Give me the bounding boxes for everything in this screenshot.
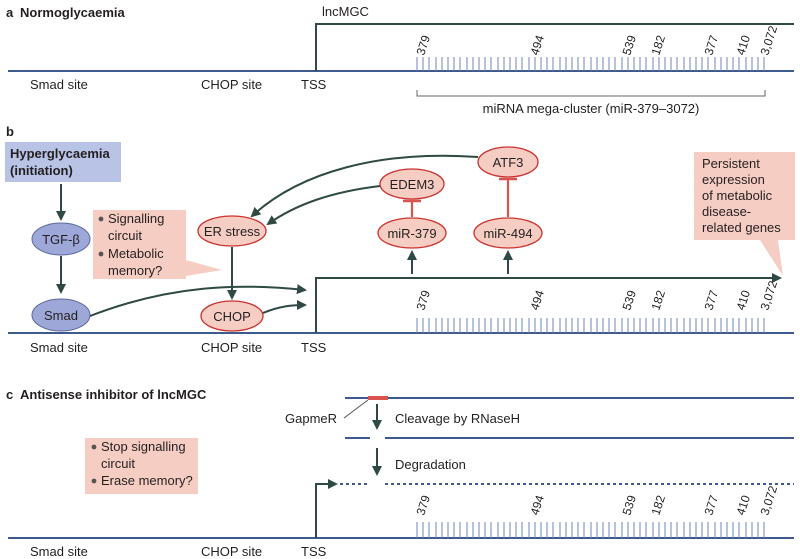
- stop-signalling-callout: [85, 438, 198, 494]
- mirna-ticks-b: [416, 318, 765, 333]
- mirna-ticks-c: [416, 522, 765, 538]
- hyperglycaemia-label: Hyperglycaemia: [10, 146, 110, 161]
- panel-c-title: Antisense inhibitor of lncMGC: [20, 387, 207, 402]
- gapmer-label: GapmeR: [285, 411, 337, 426]
- mirna-539-b: 539: [620, 288, 640, 312]
- cluster-bracket: [416, 90, 766, 97]
- callout-c-item-1b: circuit: [101, 456, 135, 471]
- edem3-node: [379, 168, 445, 200]
- panel-c-letter: c: [6, 387, 13, 402]
- panel-c: c Antisense inhibitor of lncMGC GapmeR C…: [6, 387, 794, 559]
- mirna-494-a: 494: [528, 33, 548, 57]
- mirna-numbers-c: 379 494 539 182 377 410 3,072: [414, 484, 781, 517]
- mirna-410-c: 410: [734, 493, 754, 517]
- persistent-expression-callout: [694, 152, 795, 276]
- mirna-3072-c: 3,072: [758, 484, 781, 517]
- arrow-chop-to-tss: [262, 300, 307, 314]
- callout-item-2: Metabolic: [108, 246, 164, 261]
- chop-site-label-a: CHOP site: [201, 77, 262, 92]
- transcript-arrow-a: [315, 23, 794, 71]
- callout-c-item-2: Erase memory?: [101, 473, 193, 488]
- callout-item-1b: circuit: [108, 228, 142, 243]
- bullet-icon: [91, 478, 97, 484]
- bullet-icon: [98, 251, 104, 257]
- smad-site-label-a: Smad site: [30, 77, 88, 92]
- callout-item-2b: memory?: [108, 263, 162, 278]
- gapmer-oligo: [368, 396, 388, 400]
- arrow-edem3-to-er: [266, 185, 381, 226]
- atf3-node: [477, 146, 539, 178]
- persistent-line-4: disease-: [702, 204, 751, 219]
- tss-label-a: TSS: [301, 77, 327, 92]
- mirna-182-b: 182: [649, 288, 669, 312]
- mirna-494-b: 494: [528, 288, 548, 312]
- mirna-494-c: 494: [528, 493, 548, 517]
- tgfb-label: TGF-β: [42, 232, 80, 247]
- persistent-line-2: expression: [702, 172, 765, 187]
- mirna-ticks-a: [416, 57, 765, 71]
- panel-a: a Normoglycaemia lncMGC 379 494 539 182 …: [6, 4, 794, 116]
- smad-site-label-b: Smad site: [30, 340, 88, 355]
- chop-node: [200, 300, 264, 332]
- lncmgc-label: lncMGC: [322, 4, 369, 19]
- chop-label: CHOP: [213, 309, 251, 324]
- mirna-numbers-a: 379 494 539 182 377 410 3,072: [414, 24, 781, 57]
- mirna-379-a: 379: [414, 33, 434, 57]
- tgfb-node: [31, 222, 91, 256]
- edem3-label: EDEM3: [390, 177, 435, 192]
- mirna-182-c: 182: [649, 493, 669, 517]
- mirna-539-c: 539: [620, 493, 640, 517]
- mirna-410-a: 410: [734, 33, 754, 57]
- chop-site-label-c: CHOP site: [201, 544, 262, 559]
- mirna-cluster-label: miRNA mega-cluster (miR-379–3072): [483, 101, 700, 116]
- mirna-377-a: 377: [702, 33, 722, 57]
- cleavage-label: Cleavage by RNaseH: [395, 411, 520, 426]
- arrow-atf3-to-er: [250, 154, 479, 218]
- degradation-label: Degradation: [395, 457, 466, 472]
- panel-b-letter: b: [6, 124, 14, 139]
- callout-c-item-1: Stop signalling: [101, 439, 186, 454]
- mirna-379-c: 379: [414, 493, 434, 517]
- mirna-377-b: 377: [702, 288, 722, 312]
- hyperglycaemia-box: [5, 142, 121, 182]
- initiation-label: (initiation): [10, 163, 73, 178]
- arrow-smad-to-tss: [89, 284, 307, 317]
- chop-site-label-b: CHOP site: [201, 340, 262, 355]
- er-stress-label: ER stress: [204, 224, 261, 239]
- mir494-label: miR-494: [483, 226, 532, 241]
- mir379-label: miR-379: [387, 226, 436, 241]
- persistent-line-1: Persistent: [702, 156, 760, 171]
- mir379-node: [377, 217, 447, 249]
- tss-label-b: TSS: [301, 340, 327, 355]
- bullet-icon: [91, 444, 97, 450]
- mirna-410-b: 410: [734, 288, 754, 312]
- panel-a-title: Normoglycaemia: [20, 5, 126, 20]
- mirna-377-c: 377: [702, 493, 722, 517]
- atf3-label: ATF3: [493, 155, 524, 170]
- transcript-arrow-c: [315, 479, 338, 538]
- bullet-icon: [98, 216, 104, 222]
- tss-label-c: TSS: [301, 544, 327, 559]
- mirna-379-b: 379: [414, 288, 434, 312]
- er-stress-node: [197, 215, 267, 247]
- mirna-3072-b: 3,072: [758, 279, 781, 312]
- persistent-line-3: of metabolic: [702, 188, 773, 203]
- callout-item-1: Signalling: [108, 211, 164, 226]
- mirna-182-a: 182: [649, 33, 669, 57]
- persistent-line-5: related genes: [702, 220, 781, 235]
- smad-site-label-c: Smad site: [30, 544, 88, 559]
- signalling-callout: [93, 210, 222, 279]
- smad-label: Smad: [44, 308, 78, 323]
- mir494-node: [473, 217, 543, 249]
- panel-b: b Hyperglycaemia (initiation) TGF-β Smad…: [5, 124, 795, 355]
- gapmer-pointer: [343, 399, 369, 419]
- mirna-numbers-b: 379 494 539 182 377 410 3,072: [414, 279, 781, 312]
- panel-a-letter: a: [6, 5, 14, 20]
- mirna-3072-a: 3,072: [758, 24, 781, 57]
- transcript-arrow-b: [315, 273, 782, 333]
- mirna-539-a: 539: [620, 33, 640, 57]
